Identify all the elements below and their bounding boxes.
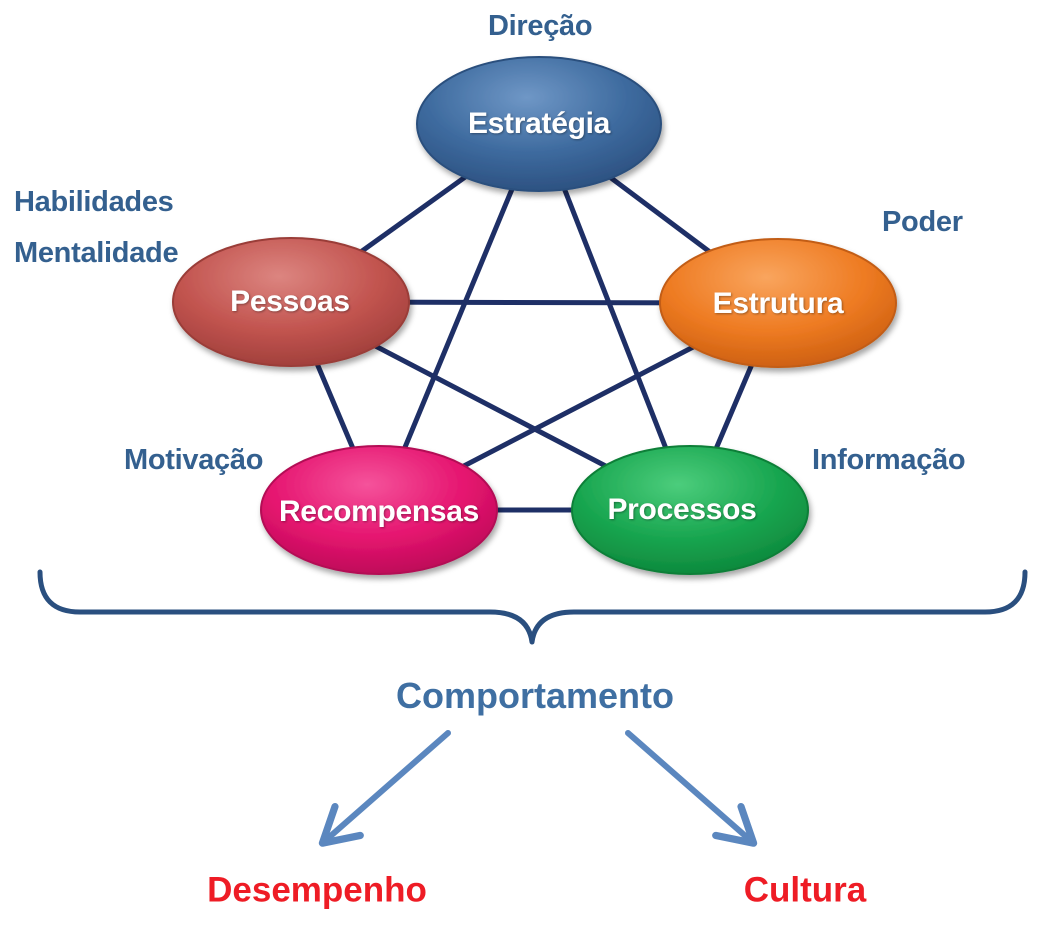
label-habilidades: Habilidades	[14, 186, 174, 218]
node-estrutura	[659, 238, 897, 368]
outcome-desempenho: Desempenho	[207, 870, 427, 910]
node-label-recompensas: Recompensas	[278, 495, 480, 528]
arrow-to-desempenho	[318, 730, 451, 847]
label-mentalidade: Mentalidade	[14, 237, 179, 269]
node-label-estrutura: Estrutura	[712, 287, 844, 320]
node-pessoas	[172, 237, 410, 367]
arrow-to-cultura	[625, 730, 758, 847]
label-motivacao: Motivação	[124, 444, 264, 476]
label-direcao: Direção	[488, 10, 593, 42]
behavior-label: Comportamento	[396, 675, 674, 716]
nodes-layer	[172, 56, 897, 575]
label-informacao: Informação	[812, 444, 966, 476]
node-recompensas	[260, 445, 498, 575]
outcome-cultura: Cultura	[743, 870, 867, 910]
node-label-processos: Processos	[607, 493, 757, 526]
node-label-pessoas: Pessoas	[230, 285, 350, 318]
node-label-estrategia: Estratégia	[467, 107, 611, 140]
node-processos	[571, 445, 809, 575]
label-poder: Poder	[882, 206, 963, 238]
node-estrategia	[416, 56, 662, 192]
grouping-brace	[37, 569, 1028, 645]
